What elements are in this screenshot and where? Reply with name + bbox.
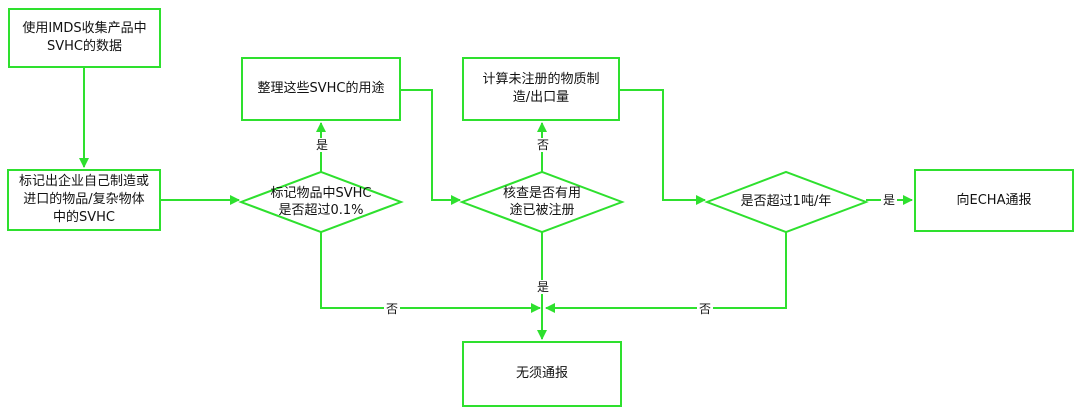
decision-over1t-shape (704, 170, 869, 234)
node-collect-imds: 使用IMDS收集产品中 SVHC的数据 (8, 8, 161, 68)
node-calc-volume: 计算未注册的物质制 造/出口量 (462, 57, 620, 121)
edge-label-over1t-no: 否 (697, 302, 714, 316)
decision-registered-text: 核查是否有用 途已被注册 (502, 186, 581, 218)
arrow-calc-to-over1t (620, 89, 706, 205)
node-mark-svhc-text: 标记出企业自己制造或 进口的物品/复杂物体 中的SVHC (18, 174, 149, 225)
decision-over1t-text: 是否超过1吨/年 (740, 193, 832, 209)
node-organize-uses-text: 整理这些SVHC的用途 (257, 81, 385, 96)
node-no-need: 无须通报 (462, 341, 622, 407)
edge-label-registered-yes: 是 (535, 280, 552, 294)
arrow-organize-to-registered (401, 89, 461, 205)
node-organize-uses: 整理这些SVHC的用途 (241, 57, 401, 121)
arrow-over1t-to-noneed (545, 232, 787, 313)
decision-check01-text: 标记物品中SVHC 是否超过0.1% (270, 186, 372, 218)
arrow-check01-to-noneed (320, 232, 541, 313)
edge-label-check01-yes: 是 (314, 138, 331, 152)
edge-label-registered-no: 否 (535, 138, 552, 152)
node-collect-imds-text: 使用IMDS收集产品中 SVHC的数据 (22, 21, 147, 54)
decision-registered-shape (459, 170, 625, 234)
node-notify-echa-text: 向ECHA通报 (956, 192, 1032, 208)
node-notify-echa: 向ECHA通报 (914, 169, 1074, 232)
node-no-need-text: 无须通报 (515, 366, 568, 381)
edge-label-check01-no: 否 (384, 302, 401, 316)
node-mark-svhc: 标记出企业自己制造或 进口的物品/复杂物体 中的SVHC (7, 169, 161, 231)
node-calc-volume-text: 计算未注册的物质制 造/出口量 (482, 72, 600, 105)
decision-check01-shape (238, 170, 404, 234)
edge-label-over1t-yes: 是 (881, 193, 898, 207)
